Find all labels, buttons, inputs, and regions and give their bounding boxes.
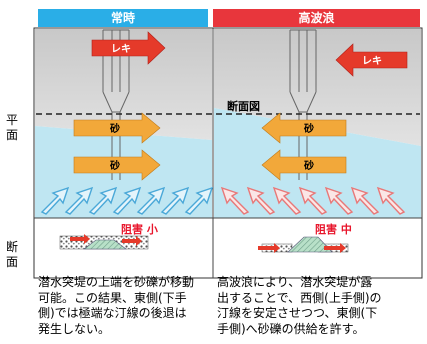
section-line-label: 断面図 [227, 100, 260, 113]
caption-normal: 潜水突堤の上端を砂礫が移動 可能。この結果、東側(下手 側)では極端な汀線の後退… [38, 275, 210, 337]
section-high-wave [258, 236, 349, 253]
caption-normal-line-2: 可能。この結果、東側(下手 [38, 290, 187, 305]
damage-normal: 阻害 小 [121, 223, 158, 236]
header-high-wave: 高波浪 [213, 9, 420, 27]
gravel-arrow-high-wave[interactable] [335, 43, 408, 77]
gravel-label-high-wave: レキ [362, 55, 382, 67]
wave-arrows-high-wave [220, 186, 406, 215]
caption-high-wave: 高波浪により、潜水突堤が露 出することで、西側(上手側)の 汀線を安定させつつ、… [217, 275, 425, 337]
caption-high-wave-line-3: 汀線を安定させつつ、東側(下 [217, 306, 378, 320]
sand-label-normal-2: 砂 [109, 159, 120, 172]
land-normal [35, 29, 212, 140]
caption-high-wave-line-2: 出することで、西側(上手側)の [217, 290, 382, 305]
row-label-plan: 平面 [6, 113, 19, 142]
sand-label-high-wave-1: 砂 [303, 122, 314, 135]
header-normal: 常時 [38, 9, 208, 27]
header-normal-label: 常時 [110, 11, 135, 25]
caption-normal-line-3: 側)では極端な汀線の後退は [38, 306, 187, 320]
gravel-label-normal: レキ [111, 43, 131, 55]
sand-label-normal-1: 砂 [109, 122, 120, 135]
gravel-arrow-normal[interactable] [91, 31, 166, 65]
caption-high-wave-line-1: 高波浪により、潜水突堤が露 [217, 275, 373, 289]
caption-high-wave-line-4: 手側)へ砂礫の供給を許す。 [217, 321, 365, 336]
sand-arrow-high-wave-2[interactable] [261, 149, 347, 181]
damage-high-wave: 阻害 中 [315, 223, 352, 236]
sand-label-high-wave-2: 砂 [303, 159, 314, 172]
sand-arrow-normal-2[interactable] [73, 149, 161, 181]
section-normal [59, 234, 149, 250]
header-high-wave-label: 高波浪 [298, 11, 335, 25]
sand-arrow-normal-1[interactable] [73, 112, 161, 144]
row-label-section: 断面 [6, 240, 19, 269]
wave-arrows-normal [40, 186, 214, 215]
sand-arrow-high-wave-1[interactable] [261, 112, 347, 144]
caption-normal-line-4: 発生しない。 [38, 321, 111, 336]
caption-normal-line-1: 潜水突堤の上端を砂礫が移動 [38, 275, 195, 289]
diagram-frame [33, 27, 423, 279]
